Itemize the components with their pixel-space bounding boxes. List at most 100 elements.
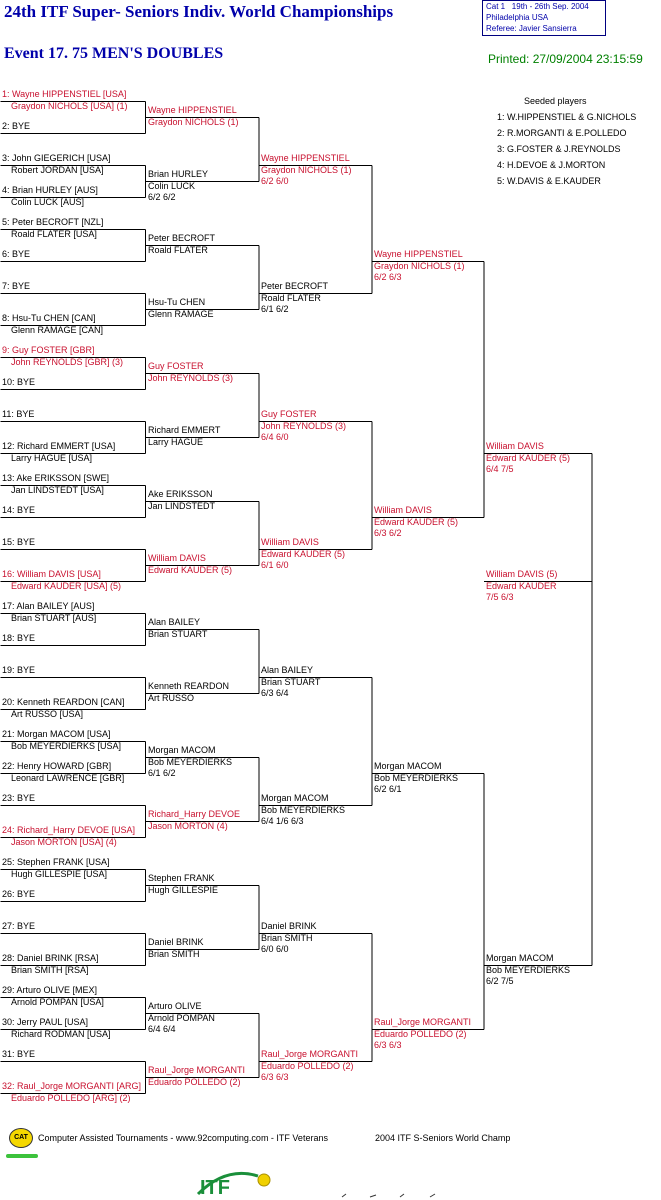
winner-line2: Brian SMITH: [261, 932, 313, 943]
itf-logo-text: ITF: [200, 1177, 230, 1196]
draw-entry-line1: 23: BYE: [2, 792, 36, 803]
winner-line2: Hugh GILLESPIE: [148, 884, 219, 895]
draw-entry-line2: Larry HAGUE [USA]: [11, 452, 93, 463]
match-score: 6/2 6/0: [261, 175, 289, 186]
draw-entry-line1: 21: Morgan MACOM [USA]: [2, 728, 111, 739]
draw-entry-line1: 18: BYE: [2, 632, 36, 643]
draw-entry-line2: Jason MORTON [USA] (4): [11, 836, 117, 847]
draw-entry-line1: 24: Richard_Harry DEVOE [USA]: [2, 824, 136, 835]
match-score: 6/0 6/0: [261, 943, 289, 954]
footer-event: 2004 ITF S-Seniors World Champ: [375, 1133, 511, 1143]
winner-line2: Roald FLATER: [148, 244, 208, 255]
itf-logo: ITF: [196, 1168, 280, 1196]
draw-entry-line1: 3: John GIEGERICH [USA]: [2, 152, 111, 163]
event-title: Event 17. 75 MEN'S DOUBLES: [4, 45, 224, 62]
tournament-info: Cat 1 19th - 26th Sep. 2004 Philadelphia…: [482, 0, 606, 36]
winner-line2: Brian SMITH: [148, 948, 200, 959]
draw-entry-line2: John REYNOLDS [GBR] (3): [11, 356, 124, 367]
winner-line1: Peter BECROFT: [261, 280, 329, 291]
winner-line1: Guy FOSTER: [148, 360, 204, 371]
winner-line1: Raul_Jorge MORGANTI: [261, 1048, 359, 1059]
footer-credit: Computer Assisted Tournaments - www.92co…: [38, 1133, 328, 1143]
draw-entry-line1: 25: Stephen FRANK [USA]: [2, 856, 110, 867]
winner-line1: Morgan MACOM: [148, 744, 216, 755]
draw-entry-line1: 20: Kenneth REARDON [CAN]: [2, 696, 125, 707]
draw-entry-line2: Hugh GILLESPIE [USA]: [11, 868, 108, 879]
draw-entry-line1: 5: Peter BECROFT [NZL]: [2, 216, 104, 227]
draw-entry-line1: 22: Henry HOWARD [GBR]: [2, 760, 112, 771]
draw-entry-line2: Brian STUART [AUS]: [11, 612, 97, 623]
page-title: 24th ITF Super- Seniors Indiv. World Cha…: [4, 2, 394, 21]
winner-line1: William DAVIS: [374, 504, 432, 515]
seeded-item: 3: G.FOSTER & J.REYNOLDS: [497, 144, 621, 154]
winner-line2: Art RUSSO: [148, 692, 195, 703]
winner-line1: Arturo OLIVE: [148, 1000, 202, 1011]
winner-line1: Daniel BRINK: [261, 920, 317, 931]
winner-line2: Jason MORTON (4): [148, 820, 228, 831]
draw-entry-line1: 14: BYE: [2, 504, 36, 515]
winner-line1: Morgan MACOM: [486, 952, 554, 963]
draw-entry-line1: 17: Alan BAILEY [AUS]: [2, 600, 95, 611]
winner-line2: Bob MEYERDIERKS: [486, 964, 571, 975]
winner-line1: Alan BAILEY: [148, 616, 201, 627]
logo-underline: [6, 1154, 38, 1158]
winner-line2: Graydon NICHOLS (1): [374, 260, 465, 271]
winner-line1: Morgan MACOM: [374, 760, 442, 771]
winner-line1: Morgan MACOM: [261, 792, 329, 803]
winner-line1: Richard_Harry DEVOE: [148, 808, 241, 819]
match-score: 6/3 6/4: [261, 687, 289, 698]
winner-line2: John REYNOLDS (3): [261, 420, 347, 431]
printed-timestamp: Printed: 27/09/2004 23:15:59: [488, 52, 643, 66]
winner-line2: Graydon NICHOLS (1): [148, 116, 239, 127]
draw-entry-line2: Art RUSSO [USA]: [11, 708, 84, 719]
draw-entry-line1: 7: BYE: [2, 280, 31, 291]
winner-line2: Arnold POMPAN: [148, 1012, 215, 1023]
winner-line2: Graydon NICHOLS (1): [261, 164, 352, 175]
match-score: 6/3 6/3: [261, 1071, 289, 1082]
draw-entry-line1: 2: BYE: [2, 120, 31, 131]
winner-line2: Edward KAUDER (5): [261, 548, 346, 559]
draw-entry-line1: 16: William DAVIS [USA]: [2, 568, 101, 579]
draw-entry-line1: 27: BYE: [2, 920, 36, 931]
winner-line1: Peter BECROFT: [148, 232, 216, 243]
seeded-title: Seeded players: [524, 96, 587, 106]
match-score: 7/5 6/3: [486, 591, 514, 602]
referee: Referee: Javier Sansierra: [486, 24, 577, 33]
draw-entry-line2: Colin LUCK [AUS]: [11, 196, 85, 207]
winner-line2: Bob MEYERDIERKS: [261, 804, 346, 815]
winner-line1: Brian HURLEY: [148, 168, 209, 179]
winner-line2: Bob MEYERDIERKS: [148, 756, 233, 767]
winner-line2: Brian STUART: [261, 676, 321, 687]
draw-entry-line2: Brian SMITH [RSA]: [11, 964, 89, 975]
itf-arc-icon: [196, 1171, 271, 1196]
winner-line1: Daniel BRINK: [148, 936, 204, 947]
draw-entry-line1: 29: Arturo OLIVE [MEX]: [2, 984, 98, 995]
draw-entry-line2: Roald FLATER [USA]: [11, 228, 97, 239]
winner-line2: Eduardo POLLEDO (2): [374, 1028, 467, 1039]
seeded-item: 4: H.DEVOE & J.MORTON: [497, 160, 606, 170]
draw-entry-line2: Edward KAUDER [USA] (5): [11, 580, 122, 591]
winner-line1: William DAVIS: [148, 552, 206, 563]
winner-line1: Richard EMMERT: [148, 424, 221, 435]
winner-line2: Jan LINDSTEDT: [148, 500, 216, 511]
draw-entry-line1: 32: Raul_Jorge MORGANTI [ARG]: [2, 1080, 142, 1091]
winner-line2: Eduardo POLLEDO (2): [148, 1076, 241, 1087]
match-score: 6/4 1/6 6/3: [261, 815, 304, 826]
draw-entry-line2: Jan LINDSTEDT [USA]: [11, 484, 104, 495]
draw-entry-line1: 15: BYE: [2, 536, 36, 547]
winner-line1: Hsu-Tu CHEN: [148, 296, 206, 307]
winner-line1: William DAVIS: [486, 440, 544, 451]
winner-line1: Alan BAILEY: [261, 664, 314, 675]
draw-entry-line2: Robert JORDAN [USA]: [11, 164, 104, 175]
winner-line2: John REYNOLDS (3): [148, 372, 234, 383]
draw-entry-line1: 26: BYE: [2, 888, 36, 899]
winner-line2: Roald FLATER: [261, 292, 321, 303]
draw-entry-line2: Leonard LAWRENCE [GBR]: [11, 772, 125, 783]
draw-entry-line1: 1: Wayne HIPPENSTIEL [USA]: [2, 88, 127, 99]
match-score: 6/4 6/4: [148, 1023, 176, 1034]
draw-entry-line1: 6: BYE: [2, 248, 31, 259]
match-score: 6/2 6/3: [374, 271, 402, 282]
winner-line1: Stephen FRANK: [148, 872, 215, 883]
winner-line1: William DAVIS: [261, 536, 319, 547]
